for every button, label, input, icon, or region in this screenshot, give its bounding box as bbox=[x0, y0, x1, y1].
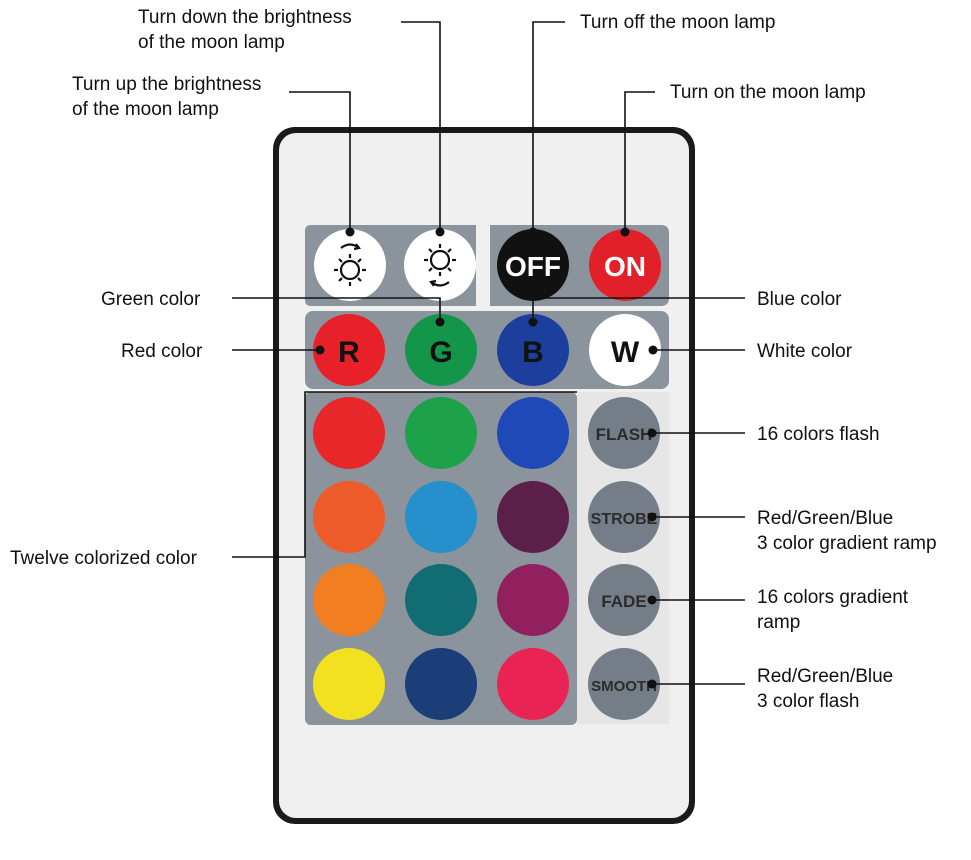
green-button[interactable]: G bbox=[405, 314, 477, 386]
callout-line-brightness-down bbox=[401, 21, 441, 232]
label-white: White color bbox=[757, 341, 853, 362]
callout-line-twelve bbox=[232, 391, 577, 558]
color-button-2[interactable] bbox=[405, 397, 477, 469]
color-button-1[interactable] bbox=[313, 397, 385, 469]
callout-dot-smooth bbox=[647, 679, 657, 689]
callout-dot-on bbox=[620, 227, 630, 237]
on-button-label: ON bbox=[604, 251, 646, 282]
callout-line-blue bbox=[532, 297, 745, 322]
label-green: Green color bbox=[101, 289, 201, 310]
color-button-12[interactable] bbox=[497, 648, 569, 720]
on-button[interactable]: ON bbox=[589, 229, 661, 301]
strobe-button[interactable]: STROBE bbox=[588, 481, 660, 553]
fade-button[interactable]: FADE bbox=[588, 564, 660, 636]
label-strobe-line1: Red/Green/Blue bbox=[757, 508, 893, 529]
callout-dot-off bbox=[528, 227, 538, 237]
smooth-button-label: SMOOTH bbox=[591, 678, 657, 695]
color-button-10[interactable] bbox=[313, 648, 385, 720]
callout-dot-white bbox=[648, 345, 658, 355]
label-brightness-up-line2: of the moon lamp bbox=[72, 99, 219, 120]
label-fade-line1: 16 colors gradient bbox=[757, 587, 909, 608]
label-flash: 16 colors flash bbox=[757, 424, 880, 445]
callout-dot-fade bbox=[647, 595, 657, 605]
flash-button-label: FLASH bbox=[596, 425, 653, 444]
blue-button[interactable]: B bbox=[497, 314, 569, 386]
fade-button-label: FADE bbox=[601, 592, 646, 611]
callout-dot-flash bbox=[647, 428, 657, 438]
color-button-4[interactable] bbox=[313, 481, 385, 553]
white-button[interactable]: W bbox=[589, 314, 661, 386]
strobe-button-label: STROBE bbox=[591, 511, 658, 528]
blue-button-label: B bbox=[522, 336, 544, 369]
label-fade-line2: ramp bbox=[757, 612, 800, 633]
label-blue: Blue color bbox=[757, 289, 842, 310]
label-strobe-line2: 3 color gradient ramp bbox=[757, 533, 937, 554]
callout-dots bbox=[315, 227, 658, 689]
off-button[interactable]: OFF bbox=[497, 229, 569, 301]
callout-line-brightness-up bbox=[289, 91, 351, 232]
label-smooth-line2: 3 color flash bbox=[757, 691, 859, 712]
color-palette bbox=[313, 397, 569, 720]
smooth-button[interactable]: SMOOTH bbox=[588, 648, 660, 720]
flash-button[interactable]: FLASH bbox=[588, 397, 660, 469]
green-button-label: G bbox=[429, 336, 452, 369]
color-button-3[interactable] bbox=[497, 397, 569, 469]
label-on: Turn on the moon lamp bbox=[670, 82, 866, 103]
label-twelve: Twelve colorized color bbox=[10, 548, 198, 569]
off-button-label: OFF bbox=[505, 251, 561, 282]
callout-dot-red bbox=[315, 345, 325, 355]
panel-rgbw bbox=[305, 311, 669, 389]
callout-line-green bbox=[232, 297, 441, 322]
white-button-label: W bbox=[611, 336, 640, 369]
callout-line-off bbox=[532, 21, 565, 232]
callout-dot-green bbox=[435, 317, 445, 327]
label-brightness-down-line2: of the moon lamp bbox=[138, 32, 285, 53]
label-smooth-line1: Red/Green/Blue bbox=[757, 666, 893, 687]
sun-down-icon bbox=[424, 244, 456, 287]
callout-dot-brightness-up bbox=[345, 227, 355, 237]
callout-dot-blue bbox=[528, 317, 538, 327]
color-button-11[interactable] bbox=[405, 648, 477, 720]
panel-palette bbox=[305, 392, 577, 725]
callout-dot-strobe bbox=[647, 512, 657, 522]
brightness-up-button[interactable] bbox=[314, 229, 386, 301]
label-brightness-down-line1: Turn down the brightness bbox=[138, 7, 352, 28]
color-button-7[interactable] bbox=[313, 564, 385, 636]
sun-up-icon bbox=[334, 243, 366, 286]
color-button-6[interactable] bbox=[497, 481, 569, 553]
label-brightness-up-line1: Turn up the brightness bbox=[72, 74, 261, 95]
color-button-9[interactable] bbox=[497, 564, 569, 636]
color-button-8[interactable] bbox=[405, 564, 477, 636]
red-button-label: R bbox=[338, 336, 360, 369]
red-button[interactable]: R bbox=[313, 314, 385, 386]
color-button-5[interactable] bbox=[405, 481, 477, 553]
label-red: Red color bbox=[121, 341, 203, 362]
callout-line-on bbox=[624, 91, 655, 232]
label-off: Turn off the moon lamp bbox=[580, 12, 775, 33]
brightness-down-button[interactable] bbox=[404, 229, 476, 301]
callout-lines bbox=[232, 21, 745, 685]
callout-dot-brightness-down bbox=[435, 227, 445, 237]
